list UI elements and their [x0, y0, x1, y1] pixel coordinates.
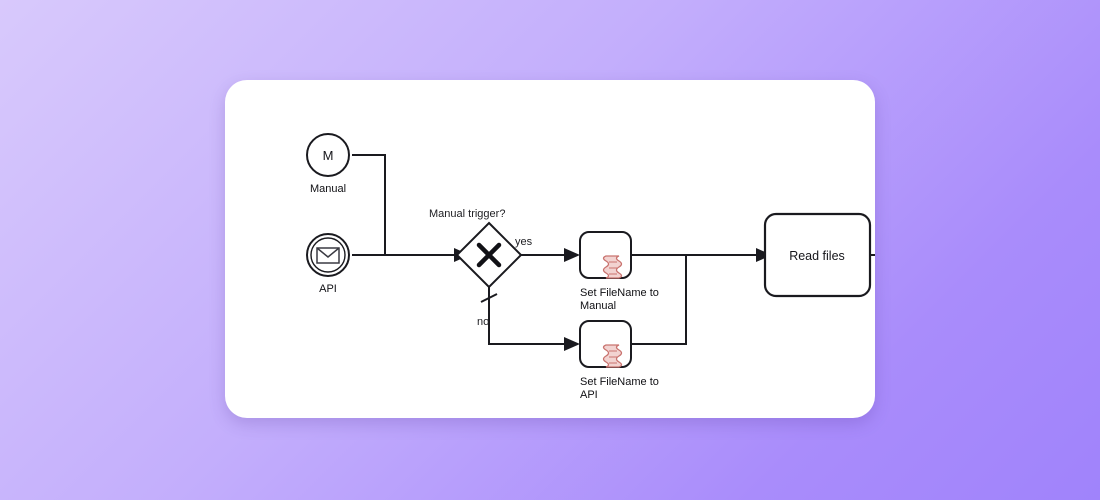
letter-m-icon: M: [323, 148, 334, 163]
task-set-filename-api-label-line1: Set FileName to: [580, 376, 659, 388]
arrowhead-task-api-in: [564, 337, 580, 351]
default-flow-marker: [480, 293, 498, 303]
flow-api-task-to-join: [631, 255, 687, 345]
script-icon: [602, 344, 623, 368]
task-set-filename-manual[interactable]: Set FileName to Manual: [579, 231, 659, 312]
task-read-files[interactable]: Read files: [763, 212, 872, 298]
arrowhead-task-manual-in: [564, 248, 580, 262]
gateway-label: Manual trigger?: [429, 208, 505, 220]
x-cross-icon: [476, 242, 502, 268]
flow-no-label: no: [477, 316, 489, 328]
task-set-filename-manual-label-line1: Set FileName to: [580, 287, 659, 299]
task-read-files-box[interactable]: [763, 212, 872, 298]
task-set-filename-api[interactable]: Set FileName to API: [579, 320, 659, 401]
start-event-manual-label: Manual: [310, 183, 346, 195]
start-event-api-label: API: [319, 283, 337, 295]
flow-no-line: [488, 287, 569, 345]
diagram-card: M Manual API Manual trigger?: [225, 80, 875, 418]
task-set-filename-manual-label-line2: Manual: [580, 300, 616, 312]
bpmn-canvas[interactable]: M Manual API Manual trigger?: [225, 80, 875, 418]
task-set-filename-api-label-line2: API: [580, 389, 598, 401]
start-event-manual-circle[interactable]: [306, 133, 350, 177]
flow-manual-to-gateway: [352, 154, 386, 255]
start-event-api[interactable]: API: [306, 233, 350, 295]
flow-yes-label: yes: [515, 236, 533, 248]
envelope-icon: [316, 247, 340, 264]
task-read-files-label: Read files: [789, 249, 845, 263]
gateway-manual-trigger[interactable]: Manual trigger?: [429, 208, 523, 289]
script-icon: [602, 255, 623, 279]
start-event-api-circle-inner: [310, 237, 346, 273]
start-event-manual[interactable]: M Manual: [306, 133, 350, 195]
